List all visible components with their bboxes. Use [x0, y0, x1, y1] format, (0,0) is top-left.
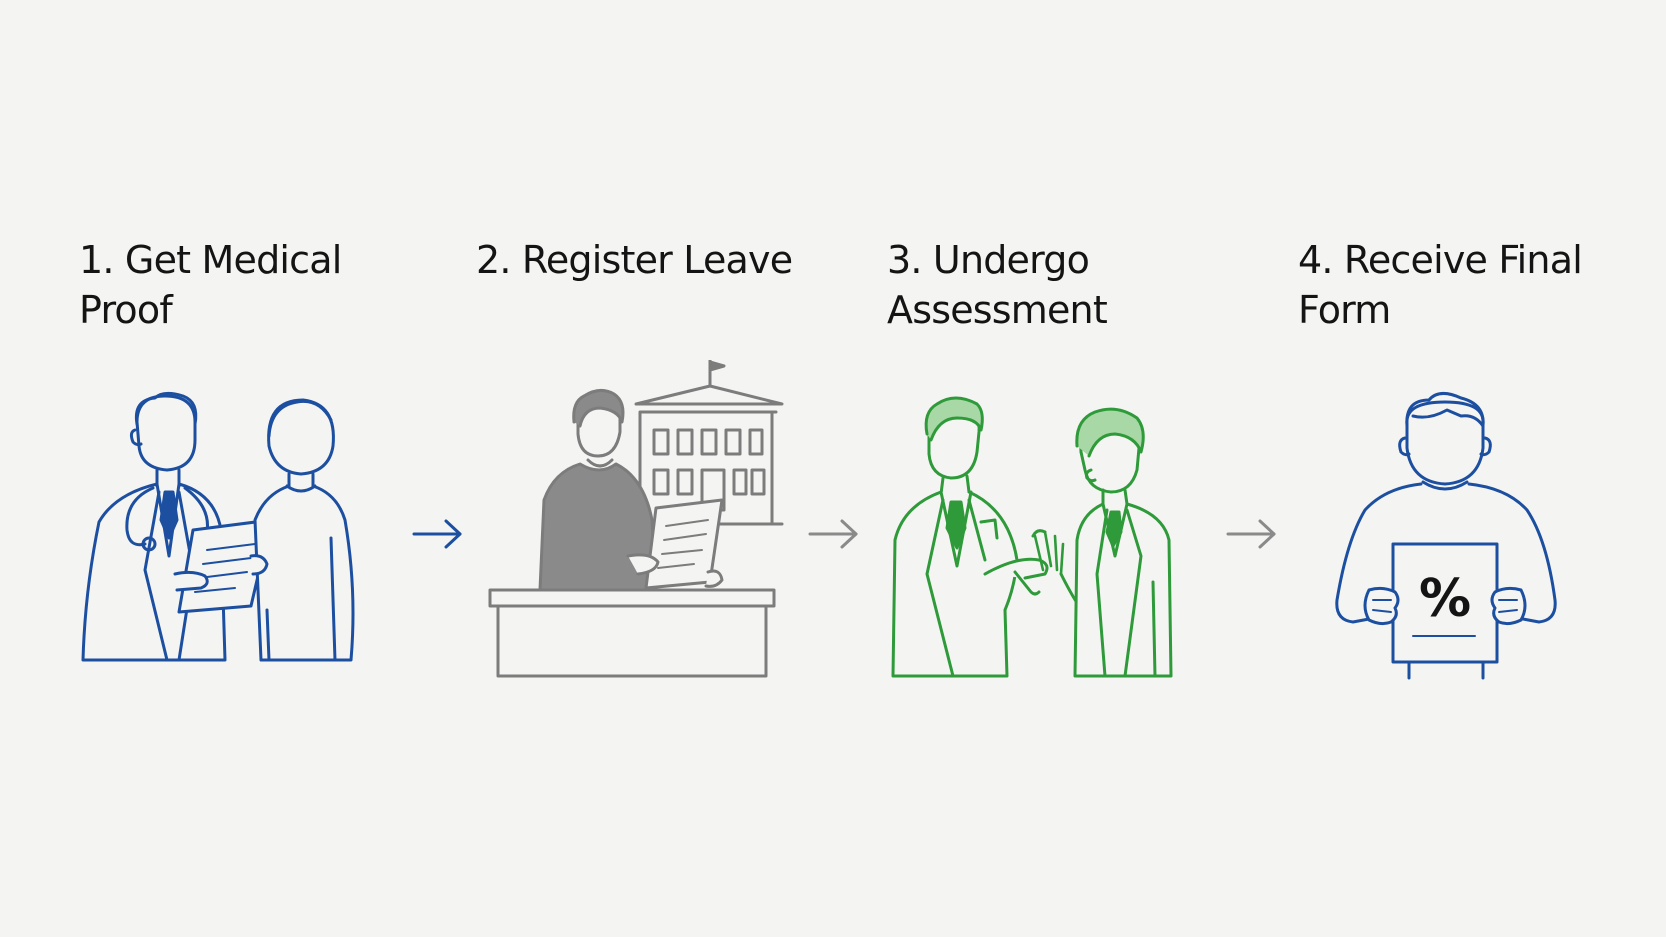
step-3-title: 3. Undergo Assessment [887, 235, 1187, 335]
arrow-right-icon [806, 516, 862, 552]
step-1-title: 1. Get Medical Proof [79, 235, 409, 335]
step-4-title-line2: Form [1298, 288, 1391, 332]
arrow-right-icon [1224, 516, 1280, 552]
step-2-title-line1: 2. Register Leave [476, 238, 793, 282]
step-3-title-line1: 3. Undergo [887, 238, 1090, 282]
doctor-patient-icon [75, 360, 385, 690]
arrow-right-icon [410, 516, 466, 552]
registration-desk-icon [488, 360, 788, 690]
step-2-title: 2. Register Leave [476, 235, 836, 285]
form-percent-symbol: % [1419, 569, 1471, 629]
step-4-title: 4. Receive Final Form [1298, 235, 1638, 335]
step-3-title-line2: Assessment [887, 288, 1108, 332]
step-4-title-line1: 4. Receive Final [1298, 238, 1583, 282]
assessment-meeting-icon [885, 360, 1195, 690]
step-1-title-line1: 1. Get Medical [79, 238, 342, 282]
step-1-title-line2: Proof [79, 288, 173, 332]
person-holding-form-icon: % [1325, 360, 1565, 690]
